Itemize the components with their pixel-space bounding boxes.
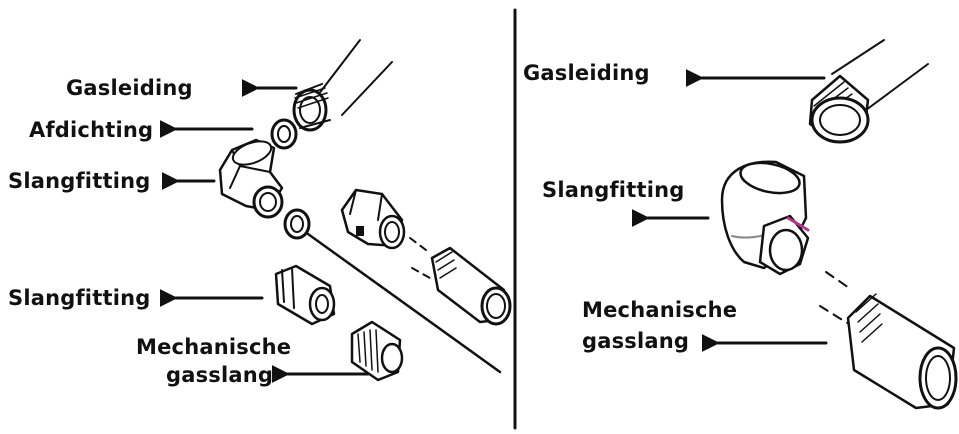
label-gasslang-right: gasslang — [582, 329, 690, 353]
left-hose-tail-fitting — [350, 320, 404, 382]
label-afdichting-left: Afdichting — [29, 118, 154, 142]
label-slangfitting-left-1: Slangfitting — [8, 169, 151, 193]
label-gasleiding-right: Gasleiding — [523, 61, 650, 85]
right-gas-pipe — [808, 39, 929, 144]
left-sealing-ring — [270, 118, 298, 150]
left-straight-fitting — [274, 264, 336, 326]
left-hex-nut — [340, 188, 406, 250]
left-assembly-axis — [306, 232, 502, 374]
right-mechanical-hose — [819, 271, 958, 410]
label-gasslang-left: gasslang — [166, 363, 274, 387]
left-panel — [159, 39, 512, 383]
label-mechanische-left: Mechanische — [136, 335, 292, 359]
right-elbow-fitting — [720, 160, 810, 276]
label-slangfitting-left-2: Slangfitting — [8, 286, 151, 310]
left-mechanical-hose — [409, 237, 512, 326]
right-panel — [631, 39, 958, 410]
left-elbow-fitting — [218, 138, 284, 219]
left-gas-pipe — [292, 39, 393, 132]
label-slangfitting-right: Slangfitting — [542, 178, 685, 202]
left-sealing-ring-lower — [283, 208, 311, 240]
label-mechanische-right: Mechanische — [582, 298, 738, 322]
label-gasleiding-left: Gasleiding — [66, 76, 193, 100]
